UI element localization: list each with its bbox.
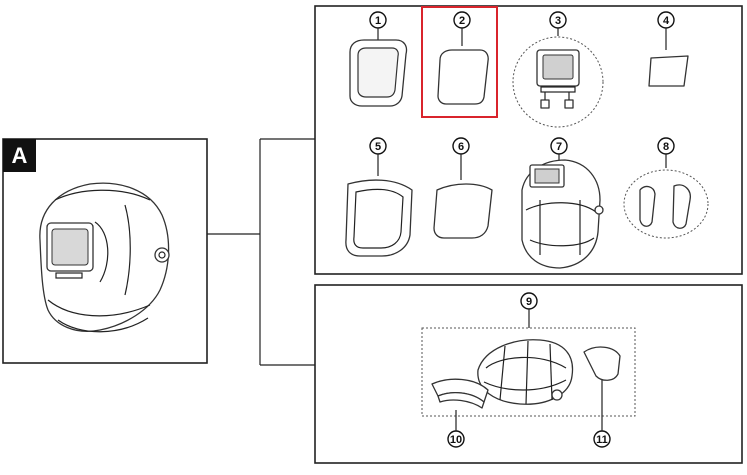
part-4: 4 bbox=[648, 11, 689, 87]
section-label: A bbox=[12, 143, 28, 168]
part-3: 3 bbox=[512, 11, 604, 128]
callout-1: 1 bbox=[375, 15, 381, 27]
part-11: 11 bbox=[583, 346, 621, 448]
main-helmet-panel: A bbox=[2, 138, 208, 364]
callout-9: 9 bbox=[526, 296, 532, 308]
parts-panel-bottom bbox=[314, 284, 743, 464]
callout-11: 11 bbox=[596, 434, 608, 446]
callout-4: 4 bbox=[663, 15, 670, 27]
part-2: 2 bbox=[421, 6, 498, 118]
part-8: 8 bbox=[623, 137, 709, 239]
section-label-badge bbox=[3, 139, 36, 172]
connector-lines bbox=[207, 138, 315, 366]
part-10: 10 bbox=[431, 378, 489, 448]
callout-3: 3 bbox=[555, 15, 561, 27]
welding-helmet-illustration bbox=[39, 182, 170, 333]
callout-10: 10 bbox=[450, 434, 462, 446]
part-1: 1 bbox=[349, 11, 408, 107]
callout-7: 7 bbox=[556, 141, 562, 153]
part-6: 6 bbox=[433, 137, 493, 239]
part-5: 5 bbox=[345, 137, 413, 257]
callout-6: 6 bbox=[458, 141, 464, 153]
callout-2: 2 bbox=[459, 15, 465, 27]
callout-5: 5 bbox=[375, 141, 381, 153]
callout-8: 8 bbox=[663, 141, 669, 153]
part-9: 9 bbox=[421, 292, 636, 417]
part-7: 7 bbox=[521, 137, 604, 269]
parts-panel-top bbox=[314, 5, 743, 275]
highlight-frame bbox=[421, 6, 498, 118]
